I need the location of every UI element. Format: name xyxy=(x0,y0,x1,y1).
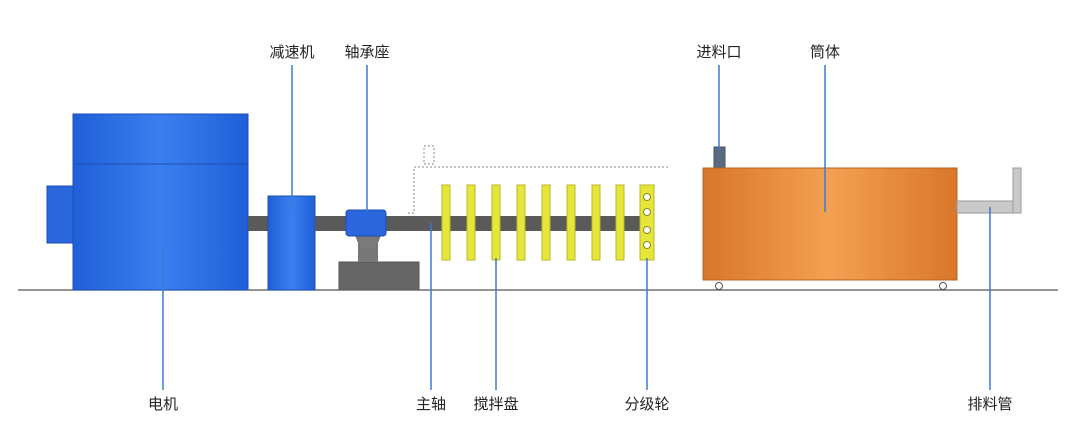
coupling-shaft xyxy=(248,216,268,231)
bearing-seat xyxy=(338,209,420,291)
classifier-wheel xyxy=(639,184,655,261)
stirring-disc-6 xyxy=(566,184,576,261)
dashed-outline xyxy=(408,145,668,214)
label-reducer: 减速机 xyxy=(269,43,315,61)
stirring-disc-5 xyxy=(541,184,551,261)
stirring-disc-4 xyxy=(516,184,526,261)
cylinder xyxy=(702,167,958,281)
label-main-shaft: 主轴 xyxy=(415,395,447,413)
label-motor: 电机 xyxy=(147,395,179,413)
discharge-pipe xyxy=(956,167,1022,214)
stirring-disc-3 xyxy=(491,184,501,261)
leader-lines xyxy=(162,65,991,390)
label-bearing-seat: 轴承座 xyxy=(344,43,390,61)
label-feed-inlet: 进料口 xyxy=(696,43,742,61)
motor xyxy=(46,113,249,291)
motor-end-cap xyxy=(46,185,74,244)
main-shaft-body xyxy=(315,216,645,231)
stirring-disc-7 xyxy=(591,184,601,261)
stirring-discs xyxy=(441,184,625,261)
feed-inlet xyxy=(713,146,726,169)
motor-top-housing xyxy=(72,113,249,165)
label-cylinder: 筒体 xyxy=(809,43,841,61)
reducer xyxy=(267,195,316,291)
stirring-disc-2 xyxy=(466,184,476,261)
label-classifier-wheel: 分级轮 xyxy=(624,395,670,413)
label-discharge-pipe: 排料管 xyxy=(967,395,1013,413)
bearing-base xyxy=(338,261,420,291)
classifier-hole xyxy=(643,193,651,201)
stirring-disc-8 xyxy=(615,184,625,261)
label-stirring-disc: 搅拌盘 xyxy=(473,395,519,413)
bearing-housing xyxy=(345,209,387,237)
classifier-hole xyxy=(643,208,651,216)
classifier-hole xyxy=(643,241,651,249)
classifier-hole xyxy=(643,226,651,234)
stirring-disc-1 xyxy=(441,184,451,261)
motor-body xyxy=(72,163,249,291)
cylinder-wheel-right xyxy=(939,282,947,290)
cylinder-wheel-left xyxy=(715,282,723,290)
